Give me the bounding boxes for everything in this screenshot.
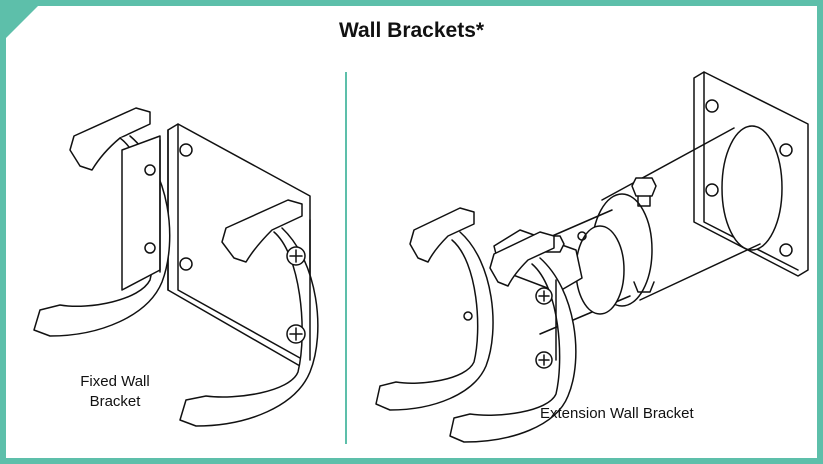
corner-tab [0, 0, 44, 44]
fixed-bracket-caption-line2: Bracket [89, 393, 141, 410]
fixed-bracket-caption: Fixed Wall Bracket [60, 372, 170, 412]
page-title: Wall Brackets* [338, 19, 485, 42]
fixed-wall-bracket-illustration [33, 107, 319, 427]
fixed-bracket-caption-line1: Fixed Wall [80, 373, 150, 390]
extension-wall-bracket-illustration [375, 71, 809, 443]
extension-bracket-caption: Extension Wall Bracket [540, 405, 694, 422]
